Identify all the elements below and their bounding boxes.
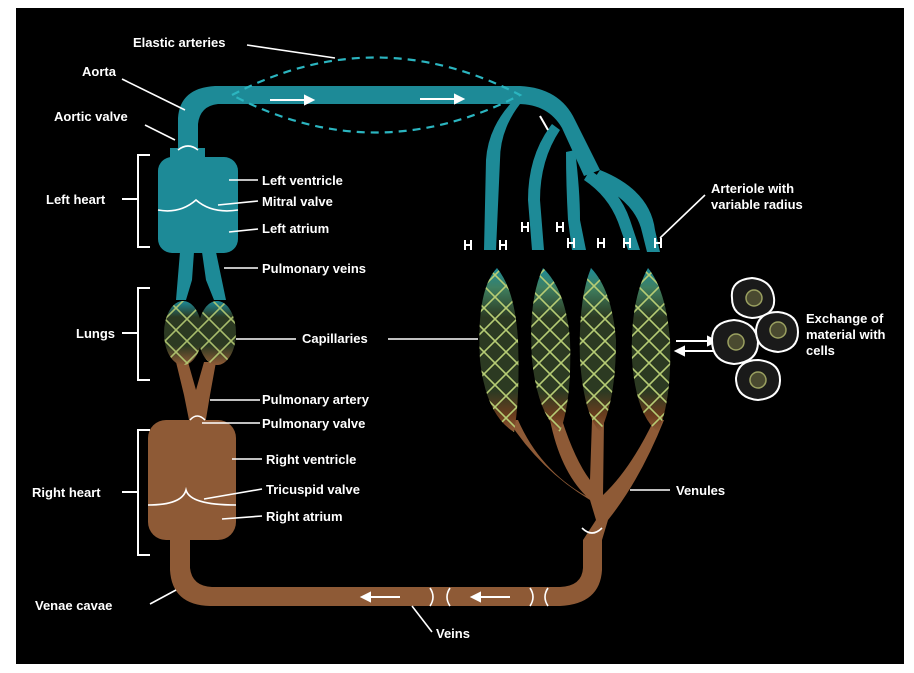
- cell: [712, 320, 758, 364]
- label-pulmonary-artery: Pulmonary artery: [262, 392, 370, 407]
- label-capillaries: Capillaries: [302, 331, 368, 346]
- label-arteriole-line1: Arteriole with: [711, 181, 794, 196]
- cell: [756, 312, 798, 352]
- label-aortic-valve: Aortic valve: [54, 109, 128, 124]
- label-right-atrium: Right atrium: [266, 509, 343, 524]
- label-exchange-line2: material with: [806, 327, 886, 342]
- label-arteriole-line2: variable radius: [711, 197, 803, 212]
- label-veins: Veins: [436, 626, 470, 641]
- label-right-ventricle: Right ventricle: [266, 452, 356, 467]
- label-aorta: Aorta: [82, 64, 117, 79]
- label-left-ventricle: Left ventricle: [262, 173, 343, 188]
- cell: [736, 360, 780, 400]
- label-venae-cavae: Venae cavae: [35, 598, 112, 613]
- label-mitral-valve: Mitral valve: [262, 194, 333, 209]
- label-pulmonary-valve: Pulmonary valve: [262, 416, 365, 431]
- label-exchange-line1: Exchange of: [806, 311, 884, 326]
- label-venules: Venules: [676, 483, 725, 498]
- label-exchange-line3: cells: [806, 343, 835, 358]
- label-elastic-arteries: Elastic arteries: [133, 35, 226, 50]
- cell: [732, 278, 774, 318]
- label-left-atrium: Left atrium: [262, 221, 329, 236]
- label-left-heart: Left heart: [46, 192, 106, 207]
- label-tricuspid-valve: Tricuspid valve: [266, 482, 360, 497]
- right-heart-chamber: [148, 420, 236, 540]
- label-lungs: Lungs: [76, 326, 115, 341]
- label-right-heart: Right heart: [32, 485, 101, 500]
- label-pulmonary-veins: Pulmonary veins: [262, 261, 366, 276]
